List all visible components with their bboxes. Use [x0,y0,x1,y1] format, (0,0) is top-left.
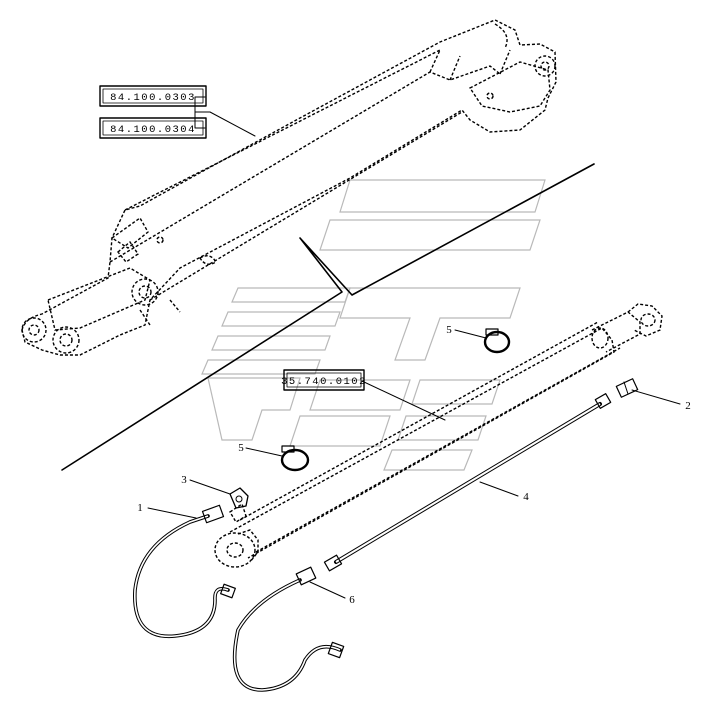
fitting-3 [229,487,249,509]
reference-box-35-740-0102[interactable]: 35.740.0102 [281,369,367,391]
callout-5-lower: 5 [238,442,244,454]
leader-lines [147,96,681,599]
clamp-5-upper [483,328,511,354]
callout-5-upper: 5 [446,324,452,336]
clamp-5-lower [280,445,310,472]
hydraulic-cylinder [214,303,663,568]
tube-4 [323,393,612,572]
reference-label: 84.100.0303 [110,92,196,104]
callout-numbers: 1 2 3 4 5 5 6 [137,324,691,606]
reference-label: 35.740.0102 [281,376,367,388]
reference-box-84-100-0303[interactable]: 84.100.0303 [99,85,207,107]
hose-1 [133,504,236,639]
callout-1: 1 [137,502,143,514]
reference-label: 84.100.0304 [110,124,196,136]
reference-box-84-100-0304[interactable]: 84.100.0304 [99,117,207,139]
callout-6: 6 [349,594,355,606]
section-line [61,163,595,471]
callout-2: 2 [685,400,691,412]
callout-4: 4 [523,491,529,503]
callout-3: 3 [181,474,187,486]
fitting-2 [615,378,639,398]
watermark-logo [201,179,546,471]
hose-6 [232,566,345,692]
boom-arm [21,19,557,356]
